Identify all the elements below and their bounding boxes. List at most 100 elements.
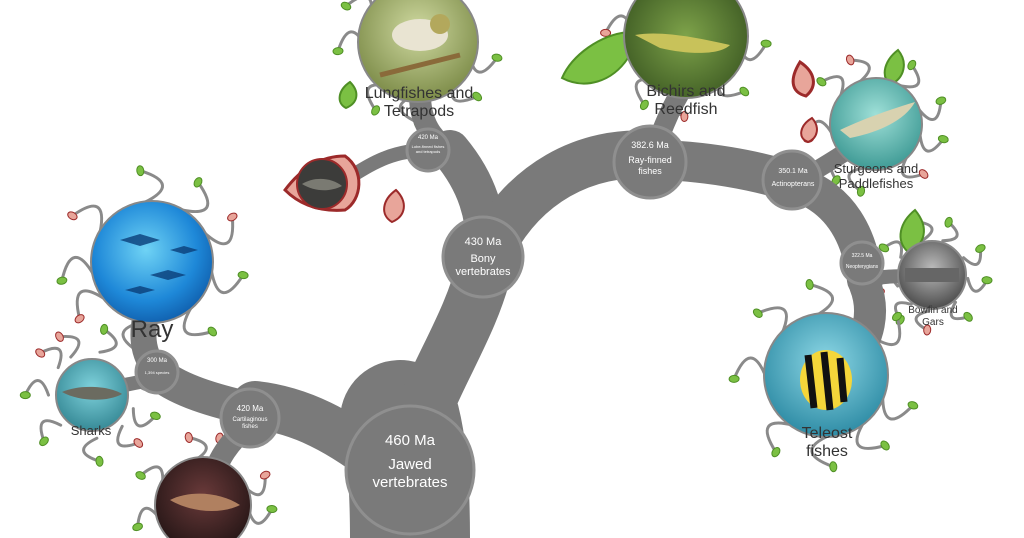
node-actinopterans-name: Actinopterans <box>771 181 815 189</box>
group-label-teleost[interactable]: Teleost fishes <box>801 425 853 461</box>
leaf-icon <box>39 436 49 447</box>
bud-icon <box>923 324 932 336</box>
twig <box>209 269 245 295</box>
leaf-icon <box>805 279 814 290</box>
leaf-icon <box>95 455 104 467</box>
node-neopterygians-age: 322.5 Ma <box>851 253 873 259</box>
leaf-icon <box>907 401 919 410</box>
leaf-icon <box>207 326 218 337</box>
node-neopterygians <box>839 240 885 286</box>
photo-discs <box>55 0 967 538</box>
leaf-icon <box>472 91 483 102</box>
leaf-icon <box>332 47 344 56</box>
node-actinopterans <box>761 149 823 211</box>
node-sharks-ray-label: 300 Ma 1,394 species <box>138 358 176 376</box>
leaf-icon <box>371 105 381 116</box>
twig <box>82 436 101 463</box>
node-jawed-age: 460 Ma <box>384 432 436 449</box>
node-actinopterans-age: 350.1 Ma <box>778 168 808 175</box>
twig <box>39 419 63 443</box>
node-cartilaginous-label: 420 Ma Cartilaginous fishes <box>222 404 278 431</box>
node-rayfinned-name: Ray-finned fishes <box>628 154 672 176</box>
leaf-icon <box>856 185 866 197</box>
node-jawed-label: 460 Ma Jawed vertebrates <box>346 432 474 492</box>
node-sharks-ray <box>134 349 180 395</box>
bowfin-photo <box>897 240 967 310</box>
node-lobe-name: Lobe-finned fishes and tetrapods <box>411 144 445 154</box>
leaf-icon <box>892 311 902 322</box>
twig <box>98 327 118 354</box>
bud-red <box>791 59 815 98</box>
lungfishes-photo <box>357 0 479 103</box>
twig <box>38 346 63 370</box>
node-bony-name: Bony vertebrates <box>455 253 511 279</box>
bud-icon <box>259 470 271 480</box>
group-label-sturgeons[interactable]: Sturgeons and Paddlefishes <box>833 161 919 191</box>
chimaera-photo <box>154 456 252 538</box>
leaf-icon <box>981 276 993 285</box>
node-neopterygians-label: 322.5 Ma Neopterygians <box>840 253 884 270</box>
node-markers <box>134 124 885 536</box>
leaf-icon <box>739 86 750 97</box>
bud-icon <box>918 169 929 179</box>
bud-icon <box>74 314 85 324</box>
twig <box>732 356 768 381</box>
node-sharks-ray-age: 300 Ma <box>146 358 167 364</box>
node-jawed-name: Jawed vertebrates <box>372 456 448 491</box>
sharks-photo <box>55 358 129 432</box>
bud-icon <box>680 111 689 122</box>
node-bony <box>441 215 525 299</box>
leaf-icon <box>816 77 827 87</box>
bud-icon <box>184 432 193 443</box>
twig <box>180 180 210 214</box>
node-cartilaginous-name: Cartilaginous fishes <box>232 416 268 430</box>
group-label-lungfishes[interactable]: Lungfishes and Tetrapods <box>364 85 474 121</box>
node-neopterygians-name: Neopterygians <box>845 264 879 270</box>
leaf-icon <box>937 135 949 144</box>
bud-red <box>800 116 818 144</box>
leaf-icon <box>944 216 953 228</box>
node-rayfinned <box>612 124 688 200</box>
node-jawed <box>344 404 476 536</box>
twig <box>131 407 157 428</box>
node-cartilaginous <box>219 387 281 449</box>
leaf-icon <box>639 99 649 111</box>
bud-icon <box>600 28 612 37</box>
leaf-icon <box>760 39 772 48</box>
node-lobe <box>405 127 451 173</box>
bud-red <box>383 188 405 224</box>
leaf-icon <box>878 243 890 253</box>
bud-icon <box>845 54 855 66</box>
node-rayfinned-label: 382.6 Ma Ray-finned fishes <box>616 140 684 176</box>
twig <box>23 379 50 397</box>
bud-icon <box>227 212 238 222</box>
leaf-icon <box>752 308 763 318</box>
node-sharks-ray-name: 1,394 species <box>144 370 170 376</box>
group-label-ray[interactable]: Ray <box>130 316 174 343</box>
leaf-icon <box>132 522 143 532</box>
ray-photo <box>90 200 214 324</box>
group-label-bichirs[interactable]: Bichirs and Reedfish <box>646 83 726 119</box>
leaf-icon <box>266 504 278 514</box>
leaf-icon <box>728 374 740 383</box>
leaf-icon <box>771 446 781 458</box>
leaf-icon <box>880 440 890 451</box>
bud-icon <box>67 211 78 221</box>
twig <box>808 283 835 318</box>
group-label-sharks[interactable]: Sharks <box>70 423 112 438</box>
twig <box>58 334 81 359</box>
node-bony-age: 430 Ma <box>464 236 502 248</box>
leaf-icon <box>56 276 68 285</box>
twig <box>138 169 164 204</box>
leaf-icon <box>19 391 31 400</box>
leaf-icon <box>963 311 973 322</box>
leaf-icon <box>907 59 917 71</box>
leaf-icon <box>135 471 146 480</box>
twig <box>116 424 140 448</box>
node-actinopterans-label: 350.1 Ma Actinopterans <box>765 168 821 190</box>
bichirs-photo <box>623 0 749 99</box>
group-label-bowfin[interactable]: Bowfin and Gars <box>908 305 958 328</box>
bud-icon <box>55 331 64 342</box>
